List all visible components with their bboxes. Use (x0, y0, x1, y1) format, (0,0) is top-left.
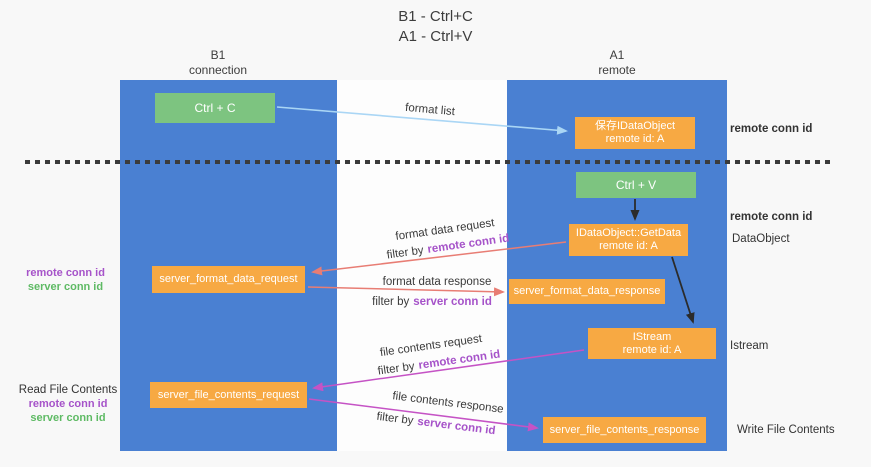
arrow-format-data-request (311, 241, 567, 276)
title-line-2: A1 - Ctrl+V (398, 28, 473, 45)
arrow-file-contents-response (308, 398, 539, 432)
filter-by-text: filter by (372, 296, 410, 308)
copy-paste-divider-line (25, 160, 833, 164)
left-server-conn-id-label: server conn id (27, 281, 104, 293)
left-label-read-file-contents: Read File Contents remote conn id server… (18, 383, 118, 425)
diagram-title: B1 - Ctrl+C A1 - Ctrl+V (0, 7, 871, 47)
right-remote-conn-id-mid: remote conn id (730, 211, 813, 223)
left-remote-conn-id-label: remote conn id (26, 267, 105, 279)
lane-a1-subtitle: remote (598, 63, 636, 77)
node-save-idataobject: 保存IDataObject remote id: A (575, 117, 695, 149)
arrow-format-data-response (307, 286, 505, 297)
node-ctrl-v: Ctrl + V (576, 172, 696, 198)
read-file-contents-label: Read File Contents (18, 384, 118, 396)
right-dataobject-label: DataObject (732, 233, 790, 245)
lane-a1-name: A1 (609, 48, 625, 62)
lane-header-a1: A1 remote (547, 48, 687, 78)
node-idataobject-getdata: IDataObject::GetData remote id: A (569, 224, 688, 256)
right-write-file-contents-label: Write File Contents (737, 424, 835, 436)
filter-key-server-conn-id: server conn id (413, 296, 492, 308)
right-istream-label: Istream (730, 340, 769, 352)
istream-remote-id: remote id: A (622, 343, 682, 356)
node-istream: IStream remote id: A (588, 328, 716, 359)
left-server-conn-id-label-2: server conn id (30, 412, 106, 424)
getdata-title: IDataObject::GetData (575, 227, 682, 239)
getdata-remote-id: remote id: A (599, 240, 658, 252)
lane-b1-name: B1 (210, 48, 226, 62)
right-remote-conn-id-top: remote conn id (730, 123, 813, 135)
lane-b1-subtitle: connection (188, 63, 248, 77)
node-ctrl-c: Ctrl + C (155, 93, 275, 123)
left-remote-conn-id-label-2: remote conn id (28, 398, 108, 410)
label-format-data-response: format data response (382, 276, 492, 288)
title-line-1: B1 - Ctrl+C (398, 8, 473, 25)
istream-title: IStream (632, 330, 672, 343)
save-idataobject-title: 保存IDataObject (594, 120, 676, 132)
left-label-format-conn-ids: remote conn id server conn id (18, 266, 113, 294)
node-server-format-data-request: server_format_data_request (152, 266, 305, 293)
arrow-format-list (276, 106, 568, 135)
save-idataobject-remote-id: remote id: A (605, 133, 665, 145)
node-server-format-data-response: server_format_data_response (509, 279, 665, 304)
node-server-file-contents-request: server_file_contents_request (150, 382, 307, 408)
arrow-getdata-to-istream (671, 256, 695, 324)
node-server-file-contents-response: server_file_contents_response (543, 417, 706, 443)
arrow-file-contents-request (312, 349, 585, 392)
lane-header-b1: B1 connection (148, 48, 288, 78)
